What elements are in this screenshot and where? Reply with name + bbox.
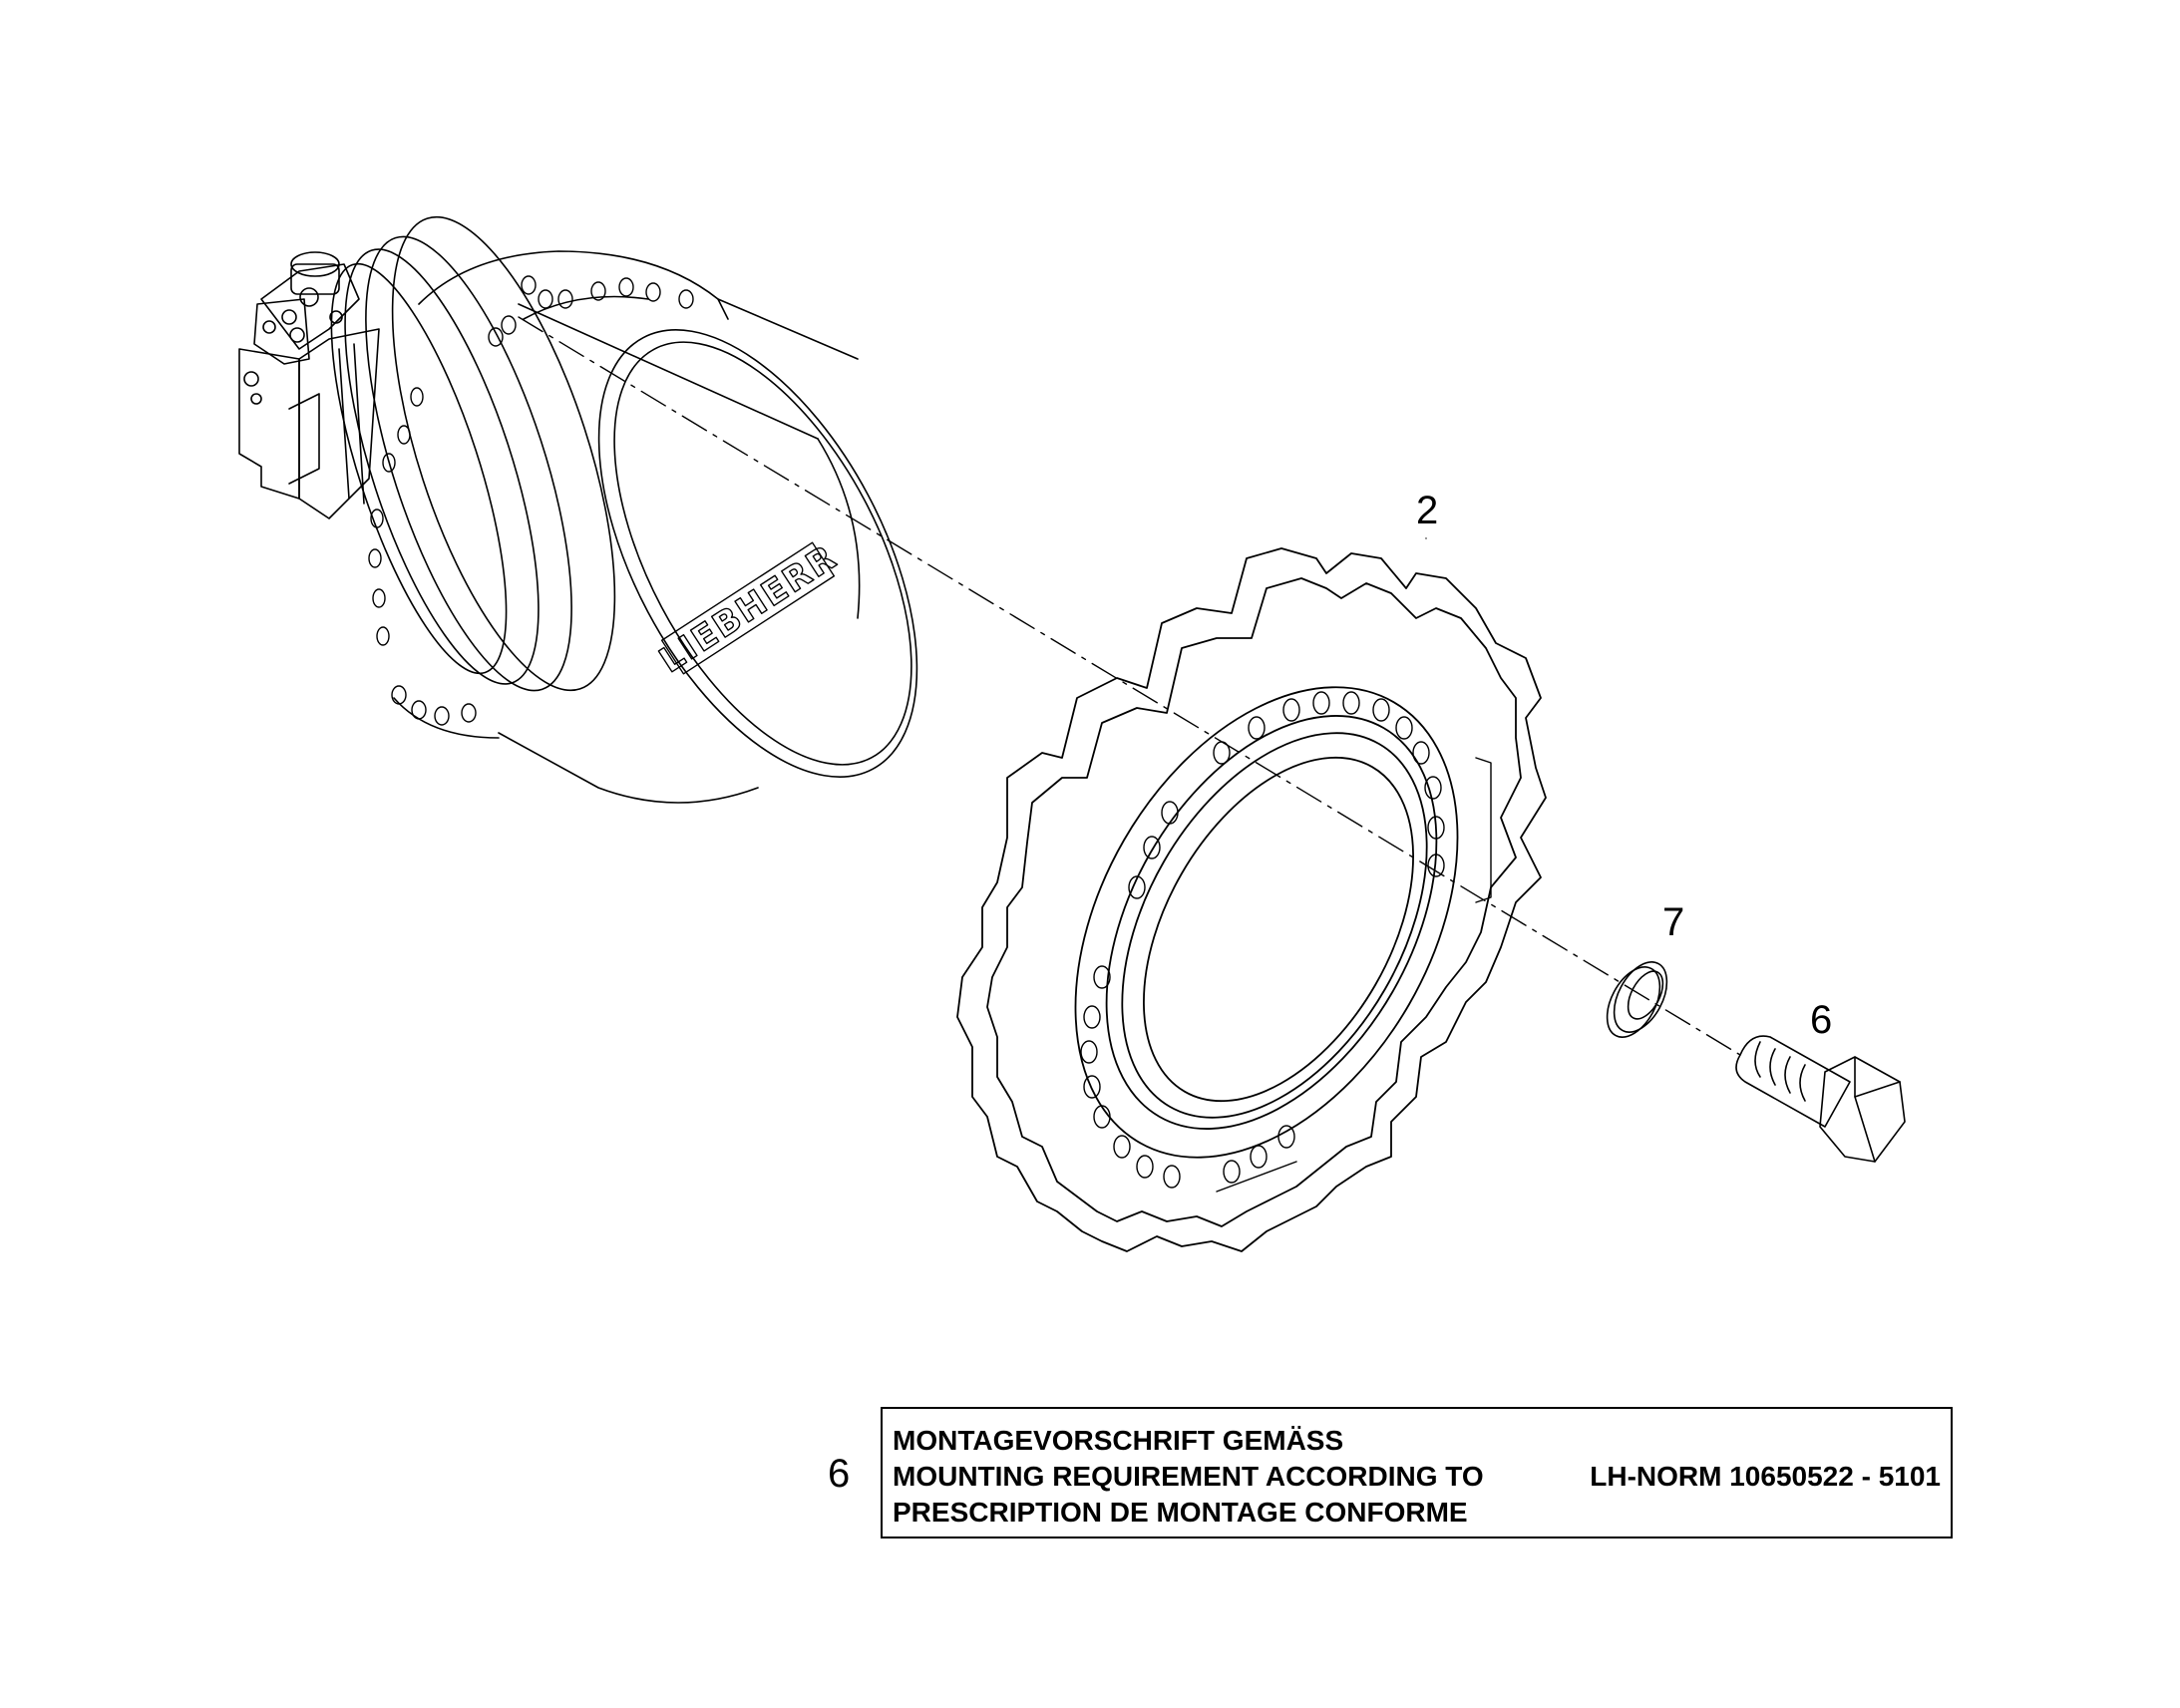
- note-line-english: MOUNTING REQUIREMENT ACCORDING TO: [893, 1461, 1484, 1492]
- note-item-number: 6: [828, 1452, 851, 1496]
- callout-washer: 7: [1662, 900, 1685, 944]
- travel-drive-gearbox: LIEBHERR: [238, 215, 918, 804]
- washer-part: [1606, 961, 1668, 1038]
- note-line-french: PRESCRIPTION DE MONTAGE CONFORME: [893, 1497, 1468, 1528]
- callout-sprocket: 2: [1416, 489, 1439, 532]
- svg-text:LIEBHERR: LIEBHERR: [652, 537, 844, 681]
- sprocket-part: [956, 547, 1547, 1252]
- callout-bolt: 6: [1810, 998, 1833, 1042]
- norm-reference: LH-NORM 10650522 - 5101: [1590, 1461, 1941, 1492]
- liebherr-logo: LIEBHERR: [652, 536, 846, 682]
- assembly-axis-line: [518, 316, 1741, 1056]
- mounting-note-box: MONTAGEVORSCHRIFT GEMÄSS MOUNTING REQUIR…: [881, 1407, 1953, 1538]
- note-line-german: MONTAGEVORSCHRIFT GEMÄSS: [893, 1425, 1344, 1456]
- bolt-part: [1735, 1035, 1906, 1163]
